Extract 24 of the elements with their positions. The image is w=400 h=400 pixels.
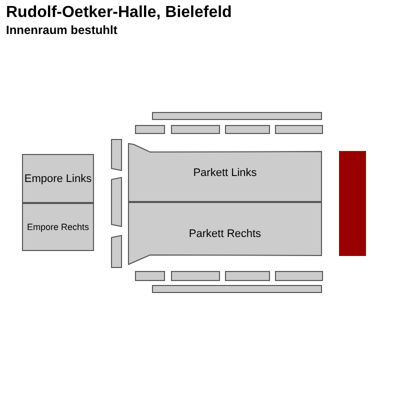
seat-row — [135, 271, 165, 281]
seating-block — [128, 202, 322, 265]
side-block — [111, 139, 122, 171]
seat-row — [152, 285, 322, 293]
seat-row — [171, 125, 220, 134]
seat-row — [225, 271, 270, 281]
block-label: Parkett Rechts — [188, 228, 262, 240]
seat-row — [152, 112, 322, 120]
block-label: Empore Rechts — [26, 222, 90, 232]
seating-block — [128, 143, 322, 202]
seat-row — [225, 125, 270, 134]
block-label: Empore Links — [23, 172, 93, 184]
seating-block — [22, 154, 94, 203]
seating-block — [22, 203, 94, 251]
seat-row — [275, 125, 323, 134]
stage — [339, 151, 366, 256]
subtitle: Innenraum bestuhlt — [6, 23, 118, 37]
title: Rudolf-Oetker-Halle, Bielefeld — [6, 4, 232, 22]
seat-row — [171, 271, 220, 281]
side-block — [111, 177, 122, 227]
side-block — [111, 235, 122, 268]
seat-row — [135, 125, 165, 134]
seat-row — [275, 271, 323, 281]
block-label: Parkett Links — [192, 166, 258, 178]
